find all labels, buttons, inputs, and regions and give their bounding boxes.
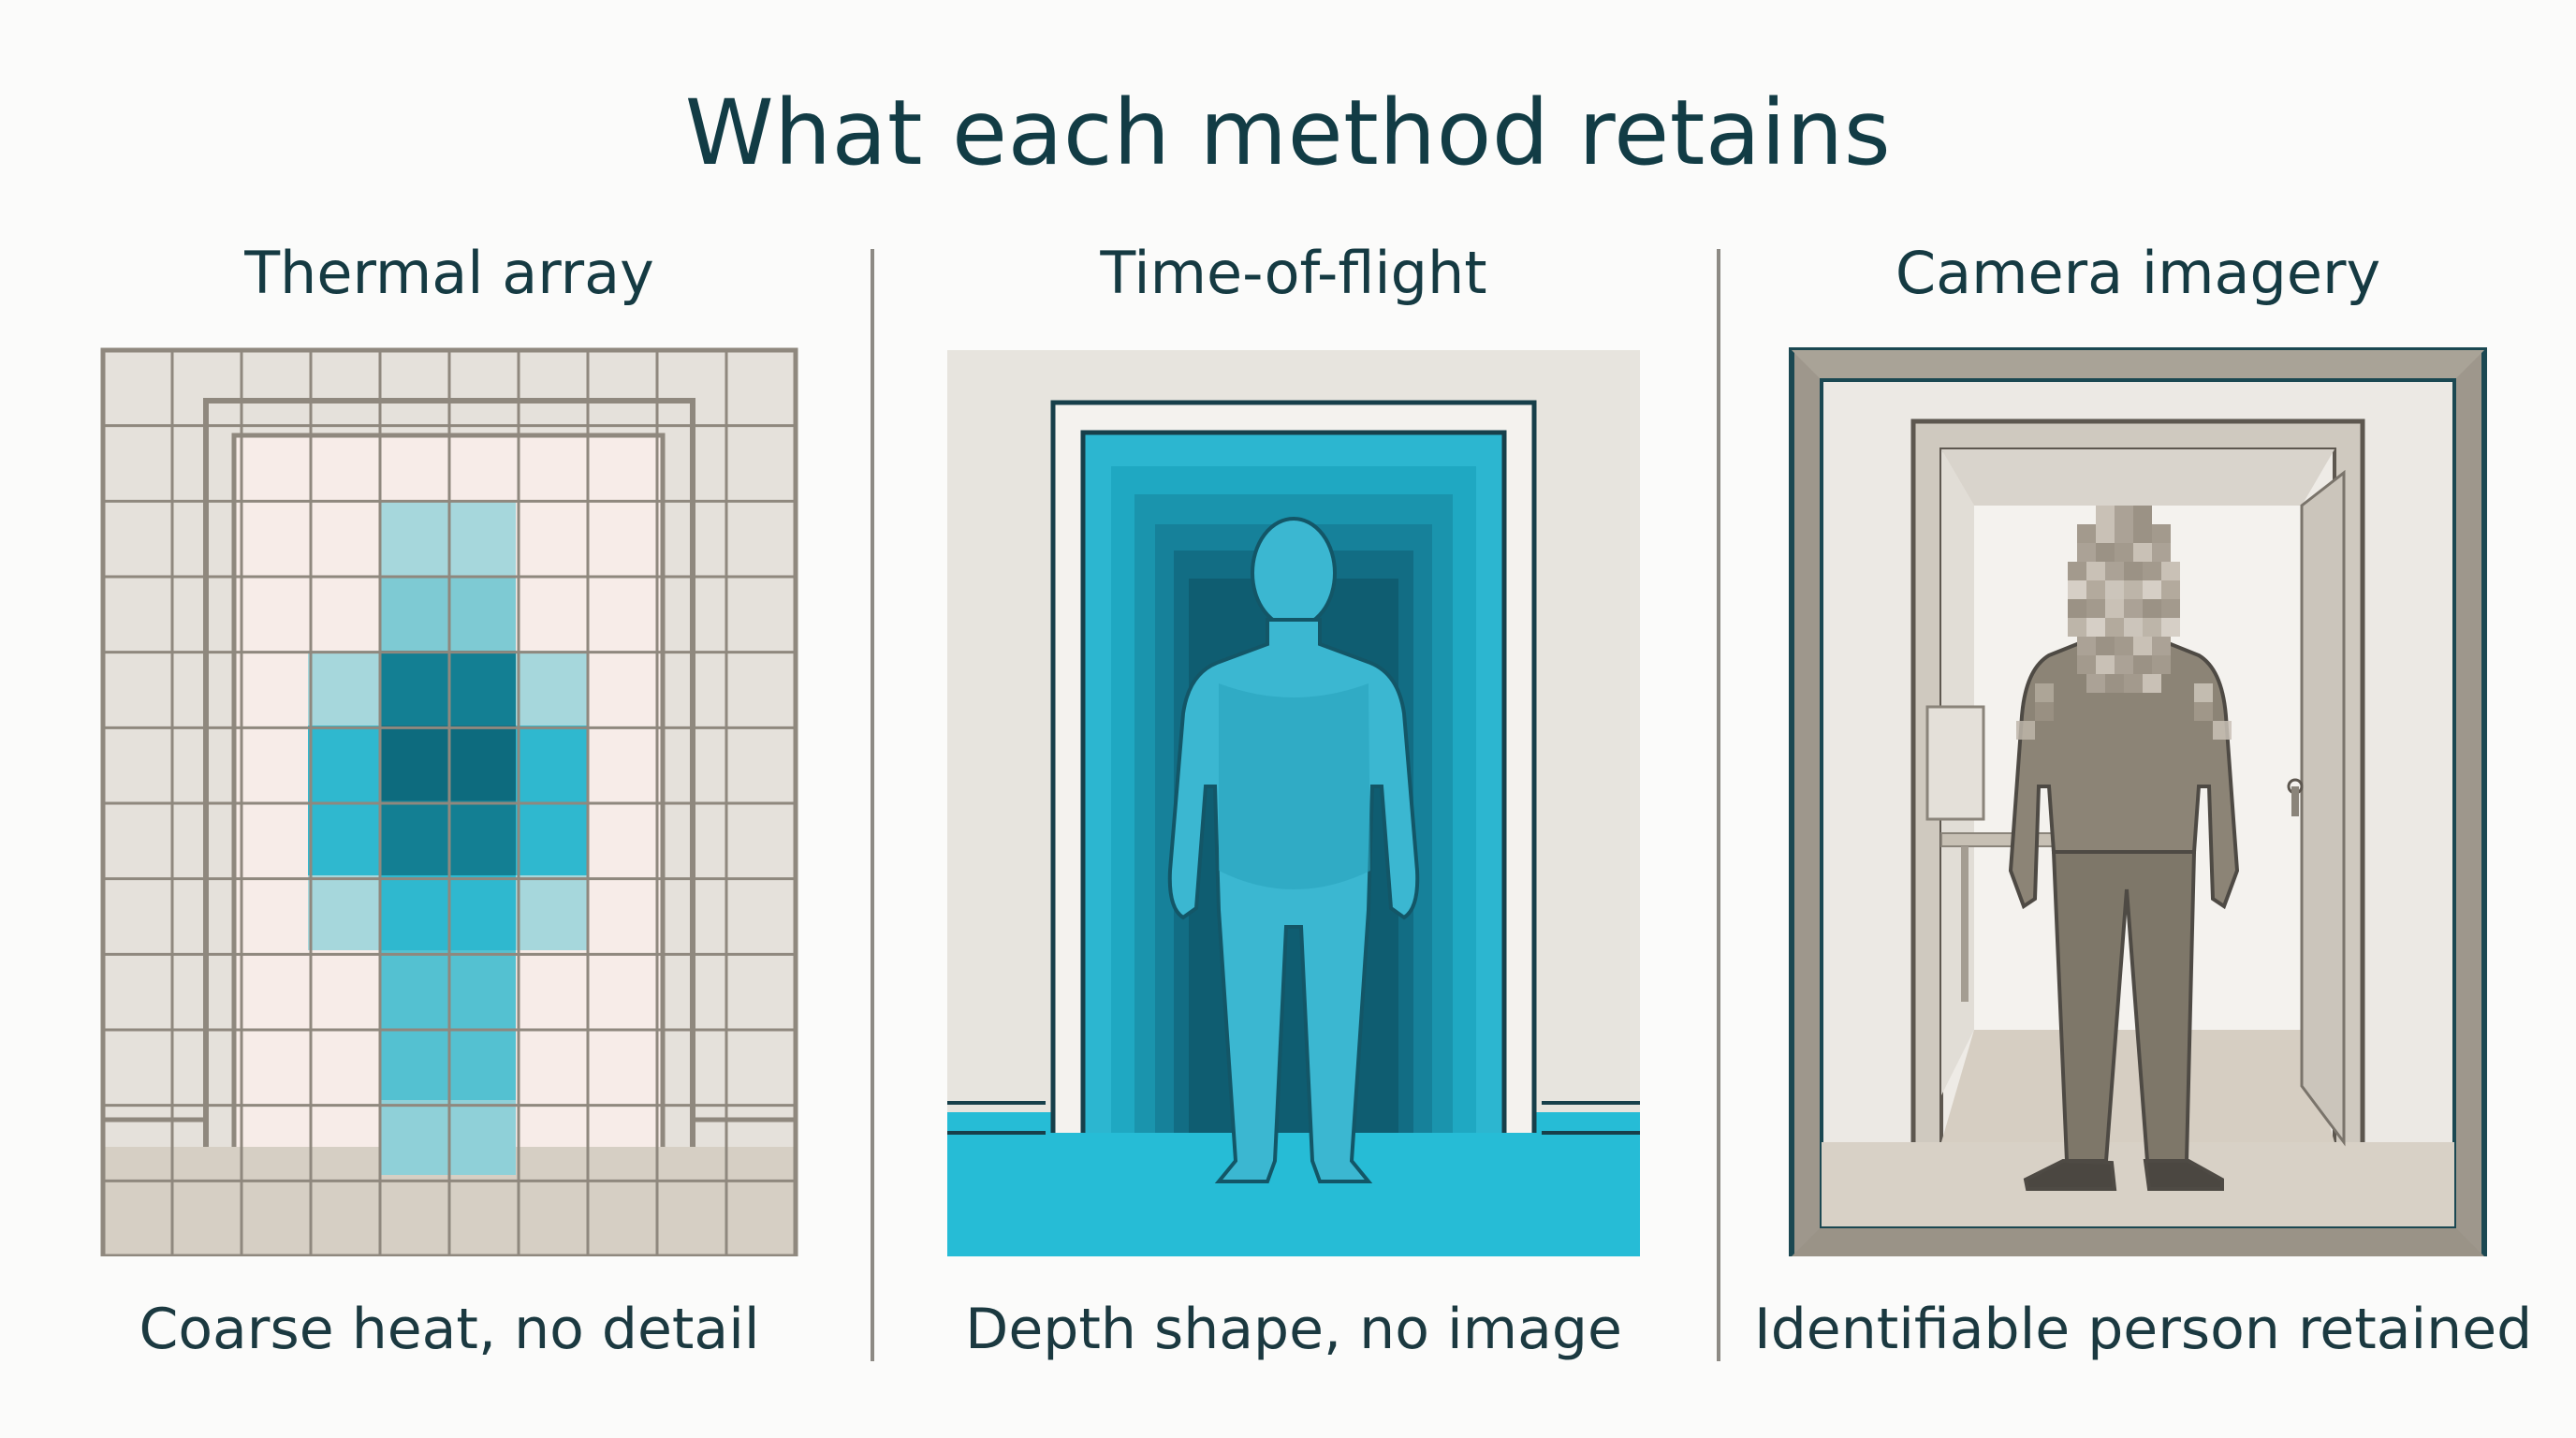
panel-caption-camera: Identifiable person retained <box>1754 1297 2533 1362</box>
face-pixel <box>2152 637 2171 655</box>
panel-caption-thermal: Coarse heat, no detail <box>139 1297 760 1362</box>
pixelated-face <box>2016 506 2232 740</box>
divider-right <box>1717 249 1720 1361</box>
face-pixel <box>2105 562 2124 580</box>
face-pixel <box>2143 599 2161 618</box>
shoulder-pixel <box>2035 702 2054 721</box>
face-pixel <box>2068 580 2086 599</box>
face-pixel <box>2133 655 2152 674</box>
divider-left <box>871 249 874 1361</box>
heat-cells <box>308 501 587 1250</box>
face-pixel <box>2096 524 2115 543</box>
face-pixel <box>2086 599 2105 618</box>
face-pixel <box>2161 618 2180 637</box>
face-pixel <box>2143 674 2161 693</box>
face-pixel <box>2105 618 2124 637</box>
face-pixel <box>2115 524 2133 543</box>
face-pixel <box>2115 506 2133 524</box>
face-pixel <box>2086 674 2105 693</box>
face-pixel <box>2105 599 2124 618</box>
face-pixel <box>2152 655 2171 674</box>
face-pixel <box>2096 637 2115 655</box>
shoulder-pixel <box>2194 702 2213 721</box>
face-pixel <box>2152 543 2171 562</box>
face-pixel <box>2143 580 2161 599</box>
face-pixel <box>2077 543 2096 562</box>
camera-image-illustration <box>1789 347 2487 1256</box>
face-pixel <box>2077 524 2096 543</box>
face-pixel <box>2133 637 2152 655</box>
shoulder-pixel <box>2016 721 2035 740</box>
face-pixel <box>2143 618 2161 637</box>
face-pixel <box>2143 562 2161 580</box>
shoulder-pixel <box>2213 721 2232 740</box>
face-pixel <box>2161 562 2180 580</box>
face-pixel <box>2077 637 2096 655</box>
face-pixel <box>2096 543 2115 562</box>
face-pixel <box>2068 599 2086 618</box>
face-pixel <box>2086 562 2105 580</box>
face-pixel <box>2161 599 2180 618</box>
panel-thermal-array: Thermal array <box>94 0 805 1438</box>
face-pixel <box>2133 543 2152 562</box>
panel-heading-tof: Time-of-flight <box>1100 239 1487 307</box>
face-pixel <box>2096 655 2115 674</box>
face-pixel <box>2161 580 2180 599</box>
face-pixel <box>2077 655 2096 674</box>
panel-heading-camera: Camera imagery <box>1895 239 2381 307</box>
panel-time-of-flight: Time-of-flight Depth shape, no image <box>938 0 1649 1438</box>
face-pixel <box>2086 618 2105 637</box>
thermal-grid-illustration <box>100 347 798 1256</box>
face-pixel <box>2105 674 2124 693</box>
face-pixel <box>2115 637 2133 655</box>
face-pixel <box>2152 524 2171 543</box>
shoulder-pixel <box>2035 683 2054 702</box>
face-pixel <box>2115 655 2133 674</box>
face-pixel <box>2124 562 2143 580</box>
face-pixel <box>2133 524 2152 543</box>
face-pixel <box>2124 599 2143 618</box>
depth-silhouette-illustration <box>947 350 1640 1256</box>
face-pixel <box>2124 618 2143 637</box>
face-pixel <box>2124 674 2143 693</box>
panel-caption-tof: Depth shape, no image <box>965 1297 1622 1362</box>
face-pixel <box>2124 580 2143 599</box>
face-pixel <box>2068 618 2086 637</box>
face-pixel <box>2096 506 2115 524</box>
face-pixel <box>2115 543 2133 562</box>
panel-camera-imagery: Camera imagery <box>1754 0 2532 1438</box>
panel-heading-thermal: Thermal array <box>244 239 654 307</box>
face-pixel <box>2086 580 2105 599</box>
page-title: What each method retains <box>684 81 1892 185</box>
shoulder-pixel <box>2194 683 2213 702</box>
face-pixel <box>2133 506 2152 524</box>
face-pixel <box>2105 580 2124 599</box>
face-pixel <box>2068 562 2086 580</box>
